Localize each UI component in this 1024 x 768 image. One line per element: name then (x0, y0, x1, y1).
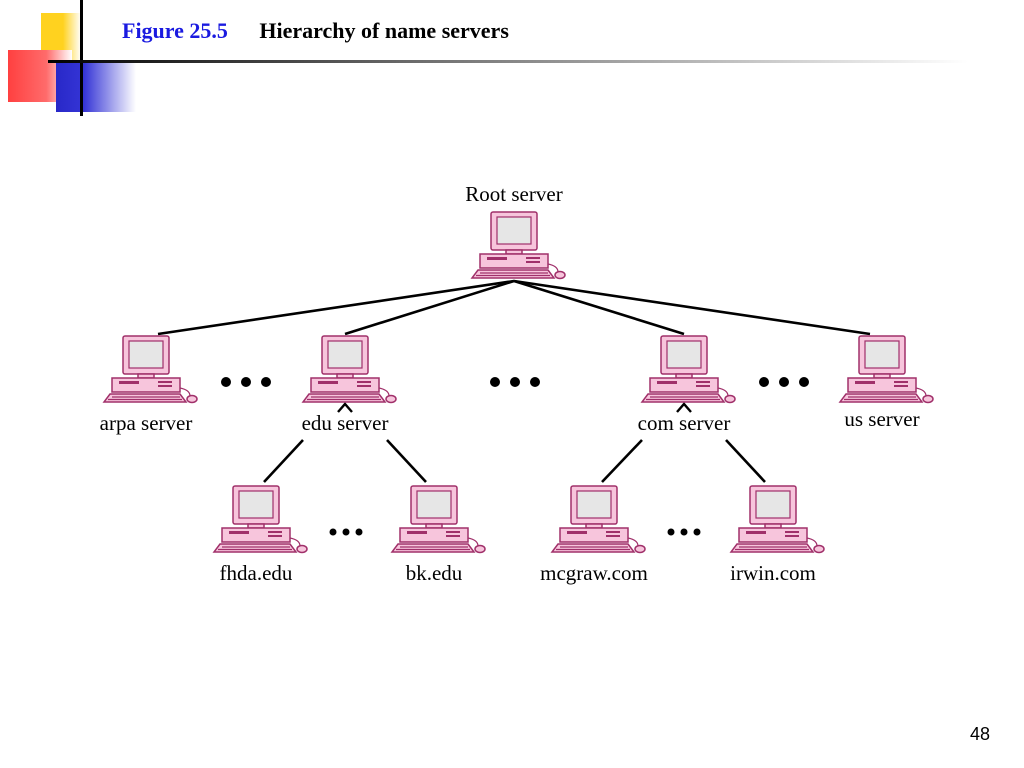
fhda-edu-label: fhda.edu (220, 561, 293, 585)
edge-root-com (513, 279, 685, 336)
slide-title: Figure 25.5 Hierarchy of name servers (122, 18, 509, 44)
irwin-com-label: irwin.com (730, 561, 816, 585)
edu-server-label: edu server (302, 411, 389, 435)
root-server-computer-icon (471, 211, 566, 280)
mcgraw-computer-icon (551, 485, 646, 554)
ellipsis-mcgraw-irwin (667, 528, 701, 536)
figure-number: Figure 25.5 (122, 18, 228, 43)
slide-decoration-vertical-line (80, 0, 83, 116)
bk-edu-label: bk.edu (406, 561, 463, 585)
ellipsis-arpa-edu (221, 377, 271, 387)
arpa-server-label: arpa server (100, 411, 193, 435)
irwin-computer-icon (730, 485, 825, 554)
figure-caption: Hierarchy of name servers (259, 18, 509, 43)
arpa-server-computer-icon (103, 335, 198, 404)
page-number: 48 (969, 724, 990, 744)
edu-server-computer-icon (302, 335, 397, 404)
edge-root-us (513, 279, 871, 336)
edu-branch-caret (337, 402, 353, 413)
slide-decoration-horizontal-rule (48, 60, 968, 63)
ellipsis-edu-com (490, 377, 540, 387)
edge-com-irwin (725, 439, 766, 483)
us-server-computer-icon (839, 335, 934, 404)
edge-edu-fhda (263, 439, 304, 483)
edge-edu-bk (386, 439, 427, 483)
edge-com-mcgraw (601, 439, 643, 483)
ellipsis-fhda-bk (329, 528, 363, 536)
edge-root-edu (344, 279, 515, 336)
us-server-label: us server (844, 407, 919, 431)
root-server-label: Root server (465, 182, 562, 206)
edge-root-arpa (157, 279, 515, 336)
com-server-label: com server (638, 411, 731, 435)
slide-decoration-blue-block (56, 62, 136, 112)
mcgraw-com-label: mcgraw.com (540, 561, 648, 585)
com-branch-caret (676, 402, 692, 413)
hierarchy-connections (157, 279, 871, 483)
bk-computer-icon (391, 485, 486, 554)
com-server-computer-icon (641, 335, 736, 404)
ellipsis-com-us (759, 377, 809, 387)
fhda-computer-icon (213, 485, 308, 554)
